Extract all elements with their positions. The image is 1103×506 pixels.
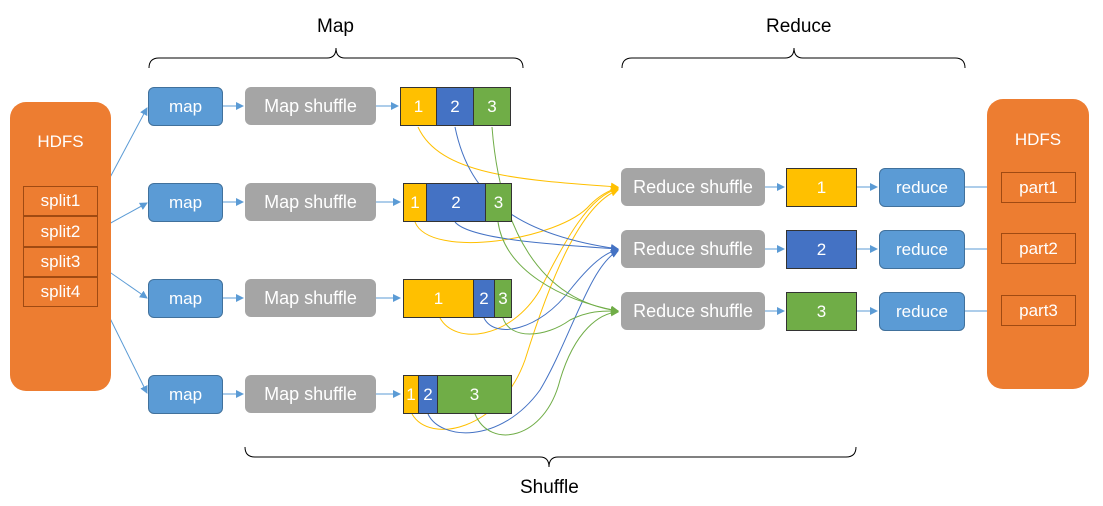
split-4: split4: [23, 277, 98, 307]
reduce-shuffle-2: Reduce shuffle: [621, 230, 765, 268]
map-shuffle-1: Map shuffle: [245, 87, 376, 125]
reduce-shuffle-3: Reduce shuffle: [621, 292, 765, 330]
hdfs-source-title: HDFS: [37, 132, 84, 151]
map2-partition-2: 2: [426, 183, 486, 222]
shuffle-phase-header: Shuffle: [520, 477, 579, 498]
map2-partition-1: 1: [403, 183, 427, 222]
map1-partition-1: 1: [400, 87, 437, 126]
map4-partition-2: 2: [418, 375, 438, 414]
map3-partition-1: 1: [403, 279, 474, 318]
map2-partition-3: 3: [485, 183, 512, 222]
reduce-task-2: reduce: [879, 230, 965, 269]
reduce-task-1: reduce: [879, 168, 965, 207]
map1-partition-2: 2: [436, 87, 474, 126]
map-phase-header: Map: [317, 16, 354, 37]
shuffle-curves-partition-1: [411, 126, 619, 430]
map-task-3: map: [148, 279, 223, 318]
reduce-phase-header: Reduce: [766, 16, 832, 37]
map4-partition-1: 1: [403, 375, 419, 414]
reduce-task-3: reduce: [879, 292, 965, 331]
map3-partition-2: 2: [473, 279, 495, 318]
shuffle-curves-partition-3: [474, 126, 619, 436]
part-1: part1: [1001, 172, 1076, 203]
part-3: part3: [1001, 295, 1076, 326]
map-task-2: map: [148, 183, 223, 222]
map-task-4: map: [148, 375, 223, 414]
hdfs-destination-title: HDFS: [1014, 130, 1062, 149]
map-shuffle-2: Map shuffle: [245, 183, 376, 221]
map1-partition-3: 3: [473, 87, 511, 126]
map-bracket: [148, 47, 524, 69]
map-shuffle-3: Map shuffle: [245, 279, 376, 317]
map3-partition-3: 3: [494, 279, 512, 318]
split-3: split3: [23, 247, 98, 277]
split-1: split1: [23, 186, 98, 216]
part-2: part2: [1001, 233, 1076, 264]
reduce-bracket: [621, 47, 966, 69]
reduce-partition-3: 3: [786, 292, 857, 331]
shuffle-bracket: [244, 446, 857, 468]
reduce-partition-2: 2: [786, 230, 857, 269]
map4-partition-3: 3: [437, 375, 512, 414]
reduce-partition-1: 1: [786, 168, 857, 207]
split-2: split2: [23, 216, 98, 247]
map-shuffle-4: Map shuffle: [245, 375, 376, 413]
map-task-1: map: [148, 87, 223, 126]
reduce-shuffle-1: Reduce shuffle: [621, 168, 765, 206]
